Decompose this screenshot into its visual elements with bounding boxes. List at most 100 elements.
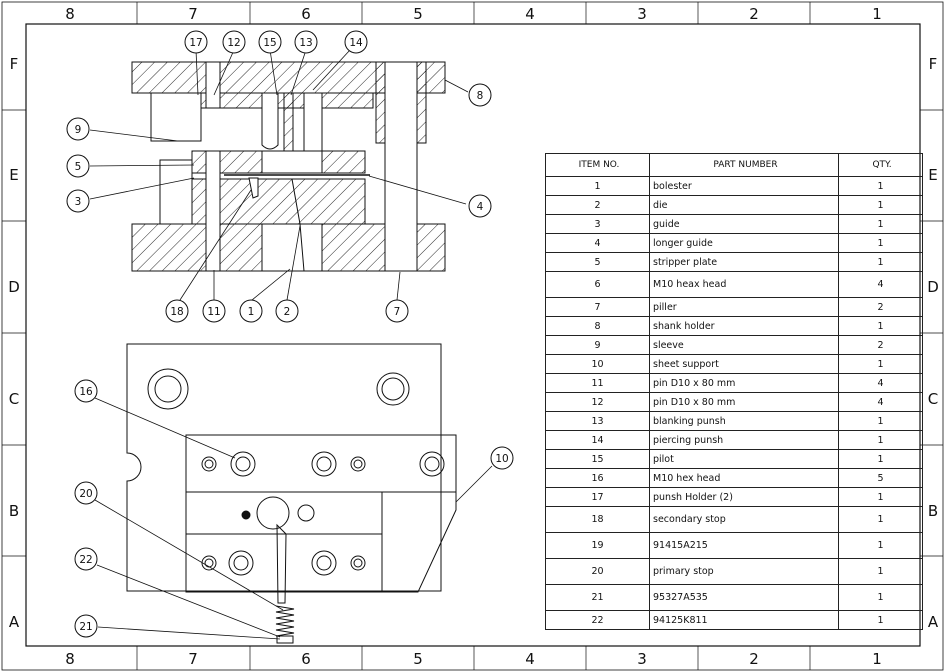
balloon-13-label: 13: [299, 37, 312, 49]
die-outline: [185, 491, 383, 593]
zone-col-2-top: 2: [749, 5, 759, 23]
dowel-holes: [201, 456, 366, 571]
balloon-10-label: 10: [495, 453, 508, 465]
small-hole: [241, 510, 251, 520]
zone-col-4-bottom: 4: [525, 650, 535, 668]
balloon-3: [66, 189, 90, 213]
balloon-20: [74, 481, 98, 505]
bom-qty: 4: [838, 373, 923, 393]
zone-row-e-right: E: [928, 166, 937, 184]
balloon-22-label: 22: [79, 554, 92, 566]
bom-qty: 1: [838, 354, 923, 374]
balloon-15-label: 15: [263, 37, 276, 49]
bom-part: punsh Holder (2): [649, 487, 839, 507]
balloon-12-label: 12: [227, 37, 240, 49]
blanking-punch: [303, 92, 323, 156]
zone-row-c-left: C: [9, 390, 19, 408]
balloon-18: [165, 299, 189, 323]
bom-part: pin D10 x 80 mm: [649, 392, 839, 412]
primary-stop: [276, 523, 287, 604]
bom-qty: 1: [838, 430, 923, 450]
zone-col-6-bottom: 6: [301, 650, 311, 668]
secondary-stop: [248, 177, 259, 199]
balloon-10: [490, 446, 514, 470]
balloon-8: [468, 83, 492, 107]
balloon-9: [66, 117, 90, 141]
bom-item: 21: [545, 584, 650, 611]
guide-strip: [159, 159, 193, 225]
bom-part: M10 heax head: [649, 271, 839, 298]
piercing-punch: [283, 92, 294, 152]
zone-col-8-bottom: 8: [65, 650, 75, 668]
leader-lines: [89, 49, 493, 640]
bom-qty: 1: [838, 316, 923, 336]
zone-row-c-right: C: [928, 390, 938, 408]
zone-row-f-right: F: [929, 55, 938, 73]
zone-row-d-right: D: [927, 278, 939, 296]
bom-part: longer guide: [649, 233, 839, 253]
zone-row-a-left: A: [9, 613, 20, 631]
bom-qty: 4: [838, 392, 923, 412]
bom-item: 14: [545, 430, 650, 450]
bom-part: blanking punsh: [649, 411, 839, 431]
bom-qty: 5: [838, 468, 923, 488]
die-plate: [191, 178, 366, 225]
die-taper: [291, 178, 305, 272]
balloon-7-label: 7: [394, 306, 401, 318]
balloon-11-label: 11: [207, 306, 220, 318]
bom-qty: 2: [838, 335, 923, 355]
zone-col-7-top: 7: [188, 5, 198, 23]
zone-row-d-left: D: [8, 278, 20, 296]
bom-item: 20: [545, 558, 650, 585]
balloon-17: [184, 30, 208, 54]
bom-qty: 1: [838, 449, 923, 469]
bom-item: 4: [545, 233, 650, 253]
bom-part: piercing punsh: [649, 430, 839, 450]
bom-item: 17: [545, 487, 650, 507]
zone-row-b-right: B: [928, 502, 938, 520]
bom-part: sleeve: [649, 335, 839, 355]
balloon-22: [74, 547, 98, 571]
section-view: [131, 61, 446, 272]
bom-part: guide: [649, 214, 839, 234]
spring: [275, 605, 295, 637]
balloon-2-label: 2: [284, 306, 291, 318]
hex-bolt-heads: [228, 451, 445, 576]
bom-part: sheet support: [649, 354, 839, 374]
bom-header-part-number: PART NUMBER: [649, 153, 839, 177]
balloon-14-label: 14: [349, 37, 363, 49]
bom-part: piller: [649, 297, 839, 317]
balloon-5: [66, 154, 90, 178]
zone-row-e-left: E: [9, 166, 18, 184]
balloon-8-label: 8: [477, 90, 484, 102]
balloon-7: [385, 299, 409, 323]
zone-col-5-bottom: 5: [413, 650, 423, 668]
balloon-18-label: 18: [170, 306, 183, 318]
bom-qty: 1: [838, 214, 923, 234]
sheet-support-outline: [382, 491, 457, 593]
bom-item: 16: [545, 468, 650, 488]
bom-item: 8: [545, 316, 650, 336]
balloon-1: [239, 299, 263, 323]
zone-row-b-left: B: [9, 502, 19, 520]
pin-12: [205, 61, 221, 109]
plan-view: [126, 343, 457, 644]
bom-part: 91415A215: [649, 532, 839, 559]
balloon-3-label: 3: [75, 196, 82, 208]
bom-header-qty: QTY.: [838, 153, 923, 177]
pin-11: [205, 150, 221, 272]
balloon-2: [275, 299, 299, 323]
